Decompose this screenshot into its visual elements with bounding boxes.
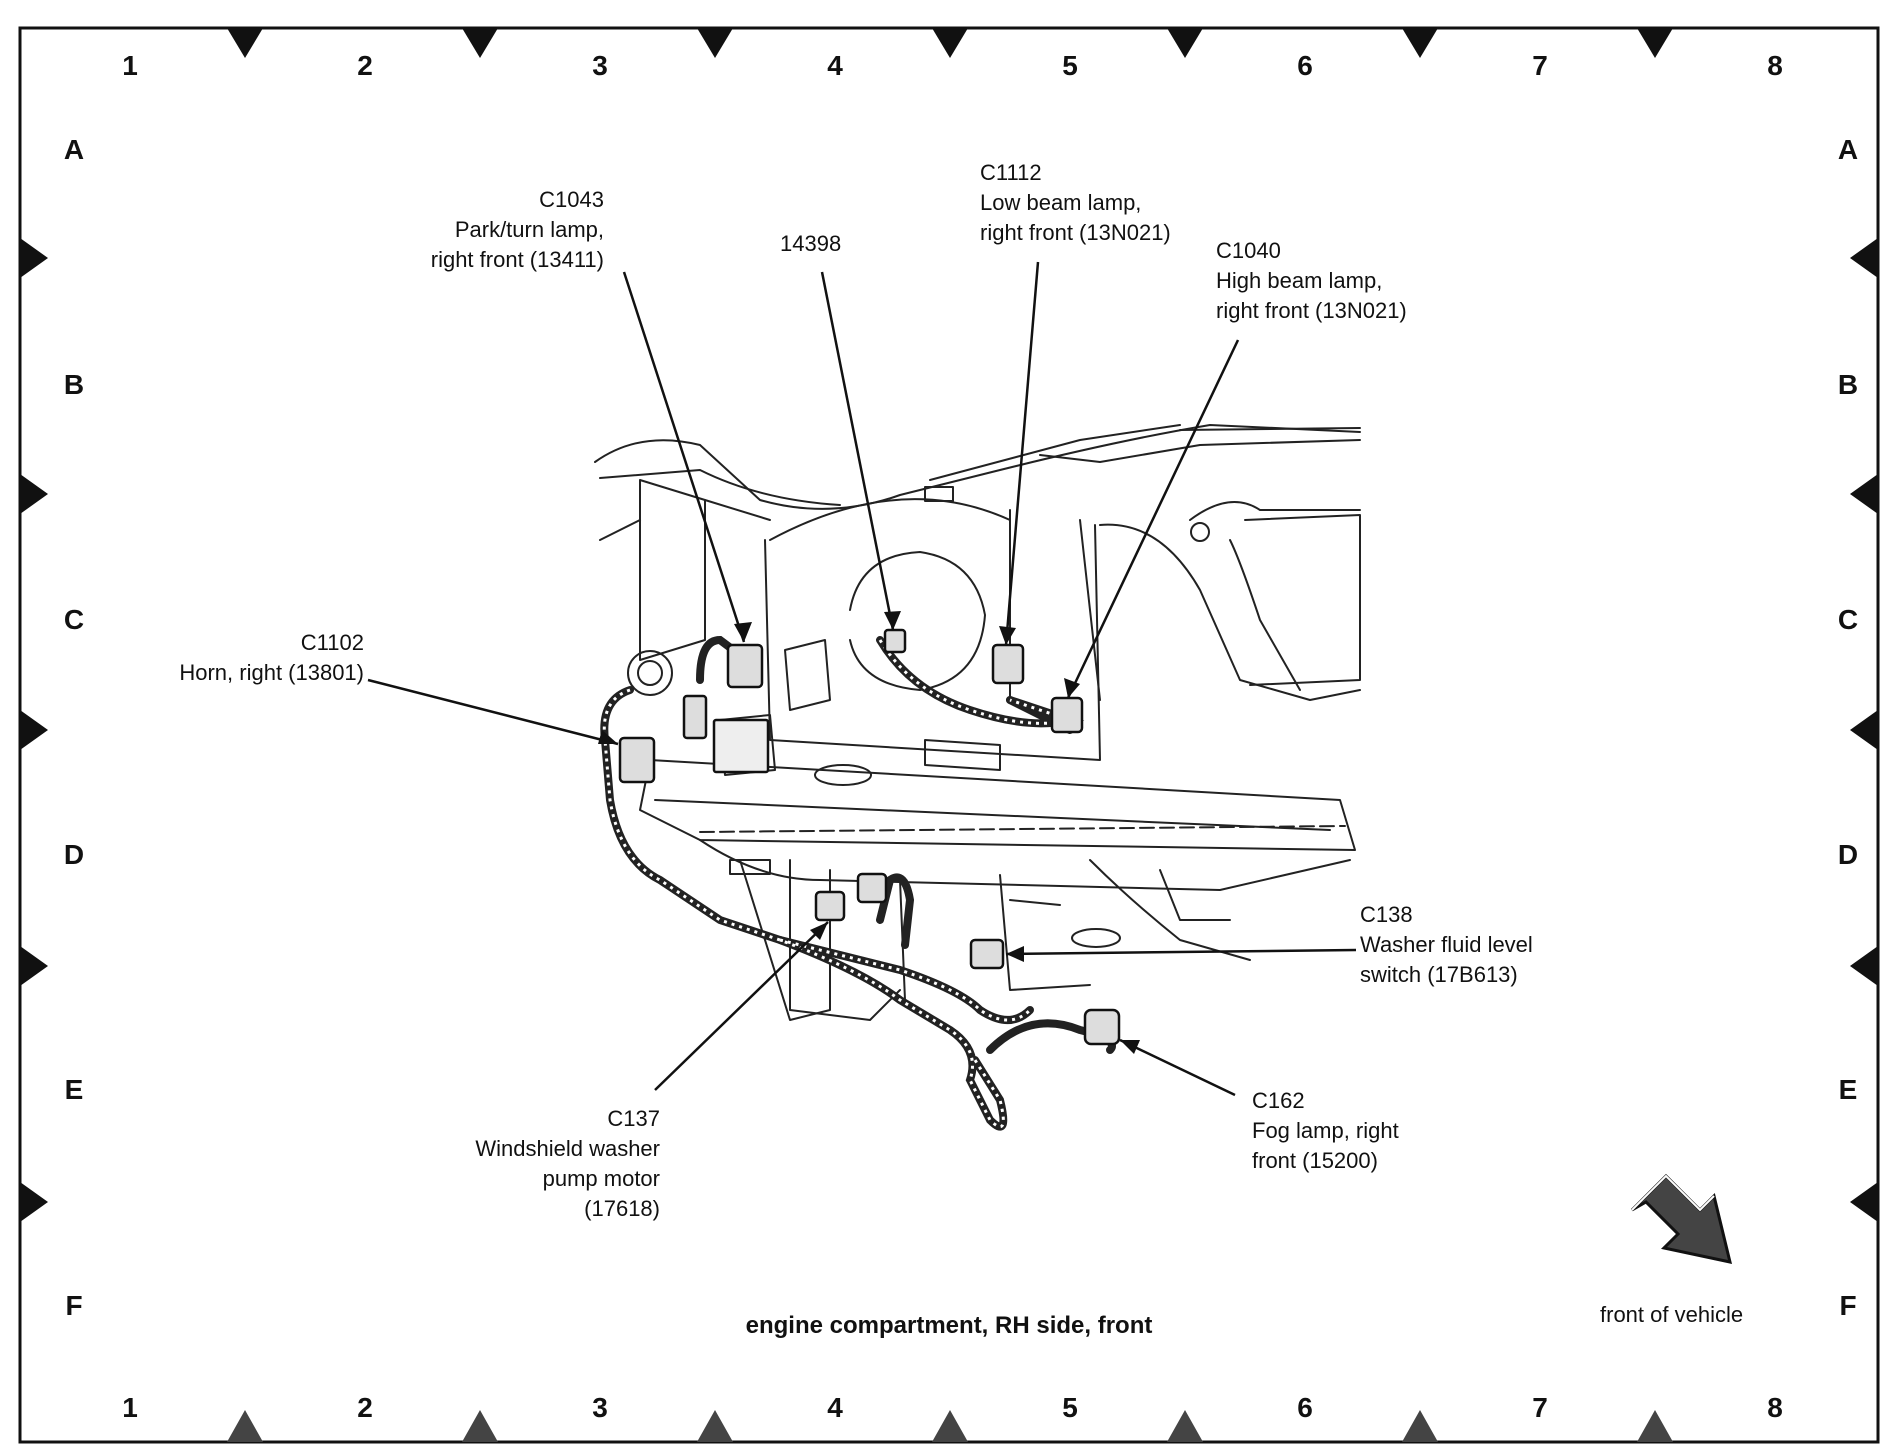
callout-c138: C138 Washer fluid level switch (17B613) [1360,900,1533,990]
leader-c1112 [1004,261,1040,646]
grid-col-top-7: 7 [1532,50,1548,81]
left-grid-markers [20,238,48,1222]
grid-row-right-c: C [1837,604,1859,635]
callout-c1102-line1: Horn, right (13801) [179,660,364,685]
leader-c1040 [1066,339,1240,699]
callout-c1102-code: C1102 [300,630,364,655]
callout-c137-line3: (17618) [584,1196,660,1221]
grid-row-right-a: A [1837,134,1859,165]
grid-col-top-4: 4 [827,50,843,81]
front-of-vehicle-label: front of vehicle [1600,1302,1744,1327]
callout-c162-line1: Fog lamp, right [1252,1118,1399,1143]
connector-14398-body [883,628,907,654]
callout-c137-code: C137 [607,1106,660,1131]
callout-c162-code: C162 [1252,1088,1305,1113]
callout-c138-code: C138 [1360,902,1413,927]
leader-arrowheads [598,611,1140,1054]
grid-row-left-c: C [63,604,85,635]
grid-col-bottom-3: 3 [592,1392,608,1423]
callout-c1112-line1: Low beam lamp, [980,190,1142,215]
callout-c1040-line2: right front (13N021) [1216,298,1407,323]
callout-c1043-line1: Park/turn lamp, [454,217,604,242]
callout-c1040-line1: High beam lamp, [1216,268,1383,293]
grid-col-bottom-7: 7 [1532,1392,1548,1423]
harness-wrap-pattern [602,639,1076,1129]
grid-row-left-a: A [63,134,85,165]
grid-col-top-3: 3 [592,50,608,81]
leader-c138 [1005,948,1357,956]
callout-c162-line2: front (15200) [1252,1148,1378,1173]
callout-c1043-line2: right front (13411) [430,247,604,272]
callout-c1112-line2: right front (13N021) [980,220,1171,245]
grid-row-left-b: B [63,369,85,400]
callout-c1040: C1040 High beam lamp, right front (13N02… [1216,236,1407,326]
bottom-grid-markers [227,1410,1673,1442]
grid-row-left-e: E [64,1074,84,1105]
grid-row-right-e: E [1838,1074,1858,1105]
grid-row-right-f: F [1839,1290,1857,1321]
connector-c1040-body [1050,696,1084,734]
grid-row-left-f: F [65,1290,83,1321]
diagram-caption: engine compartment, RH side, front [745,1312,1153,1339]
bracket-block [682,694,708,740]
grid-col-bottom-8: 8 [1767,1392,1783,1423]
arrow-down-right-icon [1630,1173,1733,1264]
grid-col-top-1: 1 [122,50,138,81]
vehicle-structure [594,424,1361,1021]
connector-c1043-body [726,643,764,689]
connector-c162-body [1083,1008,1121,1046]
grid-col-bottom-4: 4 [827,1392,843,1423]
callout-c1043-code: C1043 [539,187,604,212]
leader-c1043 [622,271,746,643]
callout-c137-line2: pump motor [542,1166,660,1191]
callout-c1040-code: C1040 [1216,238,1281,263]
callout-14398: 14398 [780,229,841,259]
leader-c1102 [367,678,619,746]
connectors [618,628,1121,1046]
grid-col-top-5: 5 [1062,50,1078,81]
leader-lines [367,261,1357,1097]
connector-c1112-body [991,643,1025,685]
callout-c1112: C1112 Low beam lamp, right front (13N021… [980,158,1171,248]
connector-c1102-body [618,736,656,784]
leader-c162 [1119,1038,1236,1097]
grid-row-right-d: D [1837,839,1859,870]
callout-c162: C162 Fog lamp, right front (15200) [1252,1086,1399,1176]
grid-col-top-2: 2 [357,50,373,81]
connector-c137-body [814,890,846,922]
grid-row-left-d: D [63,839,85,870]
leader-c137 [654,921,829,1091]
grid-col-bottom-2: 2 [357,1392,373,1423]
leader-14398 [820,271,895,631]
grid-row-right-b: B [1837,369,1859,400]
connector-inline-body [856,872,888,904]
grid-col-top-6: 6 [1297,50,1313,81]
callout-c137-line1: Windshield washer [475,1136,660,1161]
grid-col-top-8: 8 [1767,50,1783,81]
callout-c138-line1: Washer fluid level [1360,932,1533,957]
callout-c1102: C1102 Horn, right (13801) [179,628,364,688]
grid-col-bottom-1: 1 [122,1392,138,1423]
right-grid-markers [1850,238,1878,1222]
callout-c138-line2: switch (17B613) [1360,962,1518,987]
horn-body [712,718,770,774]
callout-14398-code: 14398 [780,231,842,256]
callout-c1043: C1043 Park/turn lamp, right front (13411… [431,185,604,275]
grid-col-bottom-6: 6 [1297,1392,1313,1423]
top-grid-markers [227,28,1673,58]
connector-c138-body [969,938,1005,970]
callout-c1112-code: C1112 [980,160,1042,185]
grid-col-bottom-5: 5 [1062,1392,1078,1423]
callout-c137: C137 Windshield washer pump motor (17618… [475,1104,660,1224]
frame-border [18,26,1880,1444]
